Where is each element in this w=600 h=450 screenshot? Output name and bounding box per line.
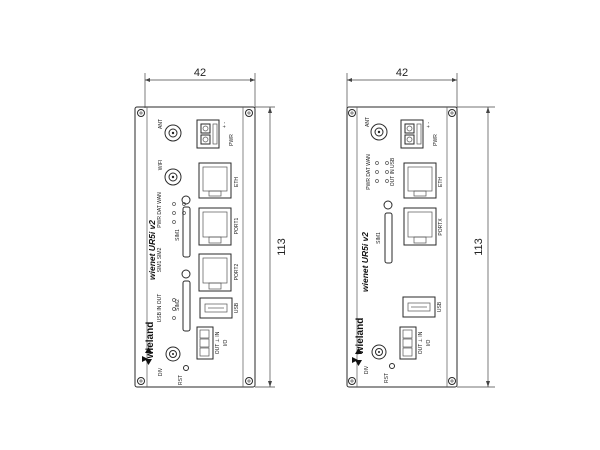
io-pins-label: OUT ⊥ IN xyxy=(418,331,424,354)
div-label: DIV xyxy=(158,367,164,376)
led-row2-label: SIM1 SIM2 xyxy=(157,247,163,272)
pwr-label: PWR xyxy=(433,134,439,146)
width-dimension-left: 42 xyxy=(144,67,256,108)
height-dimension-left: 113 xyxy=(255,106,288,388)
port1-label: PORT1 xyxy=(234,217,240,234)
sim1-label: SIM1 xyxy=(376,232,382,244)
usb-label: USB xyxy=(234,302,240,313)
pwr-pins-label: + - xyxy=(222,122,228,128)
width-value: 42 xyxy=(194,67,206,79)
reset-button-icon[interactable] xyxy=(389,363,395,369)
sim1-slot[interactable] xyxy=(383,200,393,264)
sim2-label: SIM2 xyxy=(175,299,181,311)
usb-port-icon[interactable] xyxy=(199,297,233,319)
width-dimension-right: 42 xyxy=(346,67,458,108)
ant-label: ANT xyxy=(365,117,371,127)
div-connector-icon[interactable] xyxy=(371,344,387,360)
eth-port-icon[interactable] xyxy=(403,162,437,199)
io-terminal-block[interactable] xyxy=(399,326,417,360)
eth-port-icon[interactable] xyxy=(198,162,232,199)
led-row3-label: USB IN OUT xyxy=(157,294,163,323)
screw-icon xyxy=(137,109,253,385)
height-dimension-right: 113 xyxy=(457,106,495,388)
port1-icon[interactable] xyxy=(198,207,232,246)
io-terminal-block[interactable] xyxy=(196,326,214,360)
wieland-logo-icon xyxy=(352,348,362,366)
reset-button-icon[interactable] xyxy=(183,365,189,371)
usb-port-icon[interactable] xyxy=(402,296,436,318)
led-row2-label: OUT IN USB xyxy=(390,157,396,186)
eth-label: ETH xyxy=(438,177,444,187)
height-value: 113 xyxy=(473,238,485,256)
pwr-label: PWR xyxy=(229,134,235,146)
io-pins-label: OUT ⊥ IN xyxy=(215,331,221,354)
div-label: DIV xyxy=(364,365,370,374)
antenna-connector-icon[interactable] xyxy=(164,124,182,142)
power-terminal-block[interactable] xyxy=(400,119,424,149)
device-left: 42 113 ANT xyxy=(134,67,288,388)
model-name: wienet UR5i v2 xyxy=(147,220,157,280)
rst-label: RST xyxy=(178,375,184,385)
width-value: 42 xyxy=(396,67,408,79)
wifi-label: WIFI xyxy=(158,160,164,171)
port2-label: PORT2 xyxy=(234,263,240,280)
eth-label: ETH xyxy=(234,177,240,187)
rst-label: RST xyxy=(384,373,390,383)
ant-label: ANT xyxy=(158,119,164,129)
power-terminal-block[interactable] xyxy=(196,119,220,149)
brand-name: wieland xyxy=(145,322,156,360)
portx-icon[interactable] xyxy=(403,207,437,246)
led-indicators xyxy=(375,161,389,183)
antenna-connector-icon[interactable] xyxy=(370,123,388,141)
brand-name: wieland xyxy=(355,318,366,356)
model-name: wienet UR5i v2 xyxy=(360,232,370,292)
portx-label: PORTX xyxy=(438,218,444,236)
led-row1-label: PWR DAT WAN xyxy=(366,154,372,190)
pwr-pins-label: + - xyxy=(426,122,432,128)
io-label: I/O xyxy=(426,340,432,347)
io-label: I/O xyxy=(223,340,229,347)
port2-icon[interactable] xyxy=(198,253,232,292)
sim2-slot[interactable] xyxy=(181,269,191,332)
div-connector-icon[interactable] xyxy=(165,346,181,362)
height-value: 113 xyxy=(276,238,288,256)
front-panel xyxy=(134,106,256,388)
device-right: 42 113 ANT xyxy=(346,67,495,388)
led-indicators xyxy=(172,202,186,320)
screw-icon xyxy=(348,109,456,385)
sim1-slot[interactable] xyxy=(181,195,191,258)
led-row1-label: PWR DAT WAN xyxy=(157,192,163,228)
sim1-label: SIM1 xyxy=(175,229,181,241)
usb-label: USB xyxy=(437,301,443,312)
wifi-connector-icon[interactable] xyxy=(164,168,182,186)
wieland-logo-icon xyxy=(142,347,152,365)
front-panel xyxy=(346,106,458,388)
